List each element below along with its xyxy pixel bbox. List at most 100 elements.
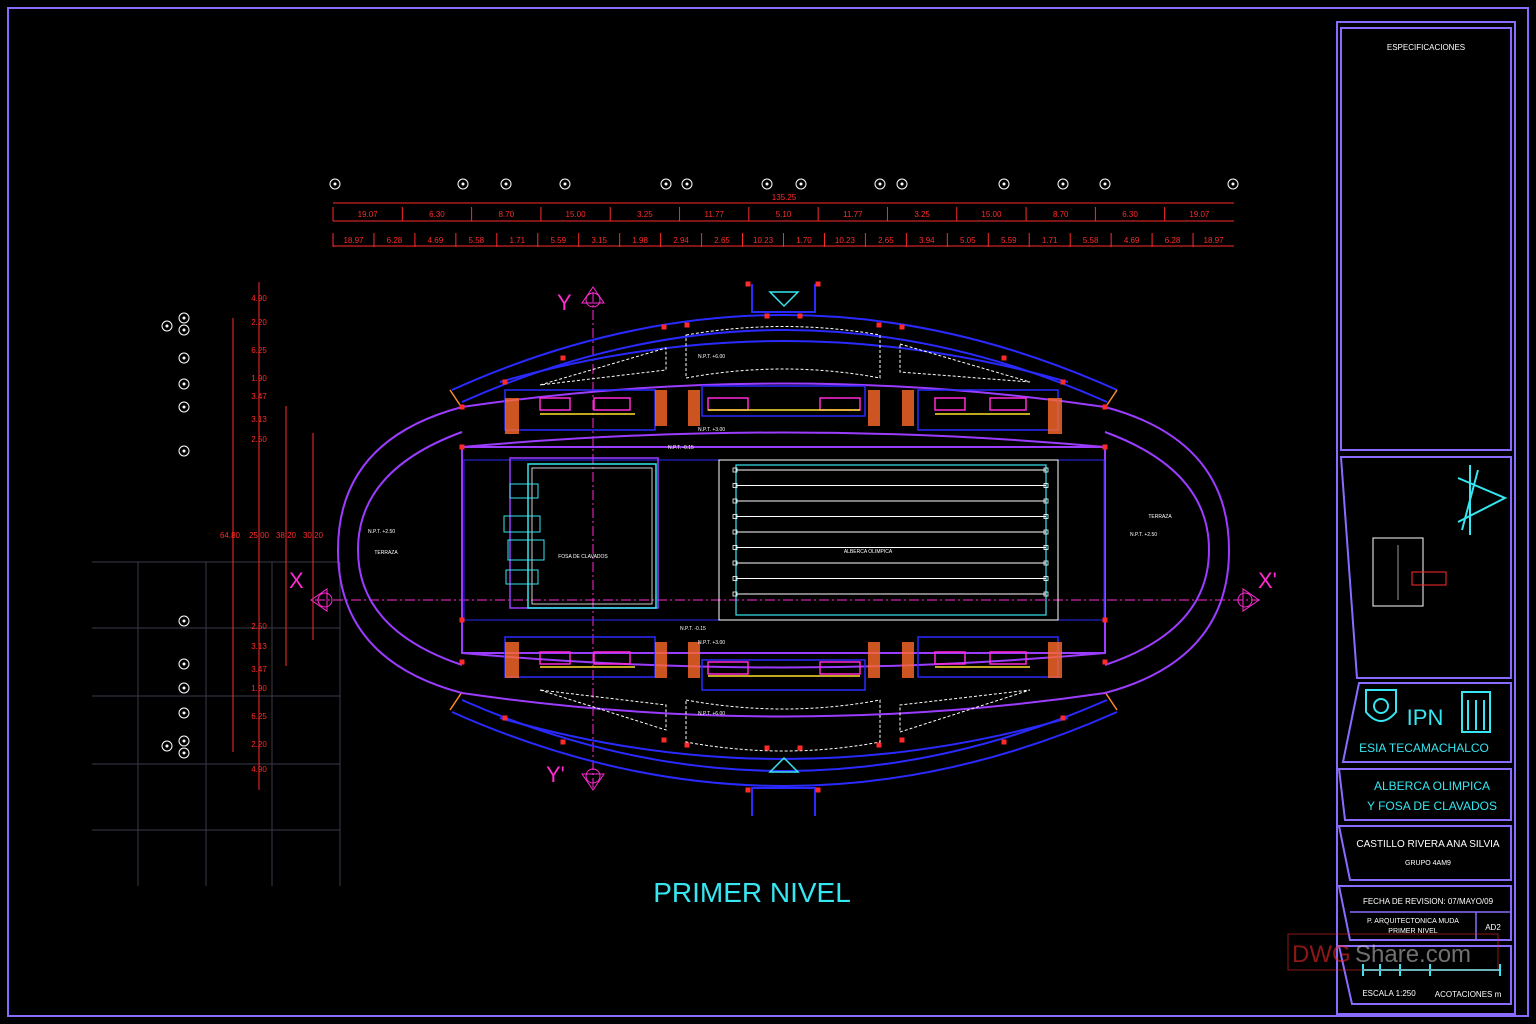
grid-bubble-dot — [182, 328, 186, 332]
scale-text: ESCALA 1:250 — [1362, 989, 1416, 998]
axis-y-top: Y — [557, 290, 572, 315]
grid-bubble-dot — [1061, 182, 1065, 186]
grid-bubble-dot — [504, 182, 508, 186]
lane-start — [732, 591, 738, 597]
dimension-value: 5.10 — [776, 210, 792, 219]
pool-lanes — [732, 467, 1049, 597]
vertical-dimension: 3.13 — [251, 642, 267, 651]
watermark-suffix: Share.com — [1355, 941, 1471, 968]
column — [899, 737, 905, 743]
column — [459, 659, 465, 665]
dimension-value: 2.94 — [673, 236, 689, 245]
vertical-dimension: 3.47 — [251, 665, 267, 674]
grid-bubble-dot — [685, 182, 689, 186]
vertical-dimension: 4.90 — [251, 294, 267, 303]
lane-start — [732, 514, 738, 519]
lane-end — [1043, 483, 1049, 488]
lane-end — [1043, 514, 1049, 519]
lane-start — [732, 576, 738, 581]
column — [661, 324, 667, 330]
npt-pool-top: N.P.T. -0.15 — [668, 445, 694, 451]
grid-bubble — [1099, 178, 1111, 190]
npt-top-stands: N.P.T. +6.00 — [698, 354, 725, 360]
total-dim-3: 30.20 — [303, 531, 324, 540]
total-dim-1: 64.80 — [220, 531, 241, 540]
revision-date: FECHA DE REVISION: 07/MAYO/09 — [1363, 897, 1494, 906]
dimension-value: 5.05 — [960, 236, 976, 245]
column — [876, 742, 882, 748]
column — [684, 742, 690, 748]
grid-bubble — [178, 401, 190, 413]
column — [797, 313, 803, 319]
grid-bubble — [998, 178, 1010, 190]
grid-bubble-dot — [182, 739, 186, 743]
grid-bubble-dot — [765, 182, 769, 186]
grid-bubble-dot — [799, 182, 803, 186]
column — [745, 281, 751, 287]
grid-bubble — [178, 324, 190, 336]
vertical-dimension: 6.25 — [251, 712, 267, 721]
lane-start — [732, 529, 738, 535]
column — [1102, 617, 1108, 623]
vertical-dimension: 2.20 — [251, 318, 267, 327]
dimension-value: 15.00 — [566, 210, 587, 219]
logo-panel — [1341, 682, 1512, 763]
axis-x-left: X — [289, 568, 304, 593]
column — [1102, 444, 1108, 450]
grid-bubble-dot — [333, 182, 337, 186]
author-text: CASTILLO RIVERA ANA SILVIA — [1356, 839, 1500, 850]
project-panel — [1337, 768, 1512, 821]
project-line-1: ALBERCA OLIMPICA — [1374, 779, 1490, 793]
building-plan: ALBERCA OLIMPICA FOSA DE CLAVADOS TERRAZ… — [336, 281, 1231, 816]
dimension-value: 19.07 — [1189, 210, 1210, 219]
units-text: ACOTACIONES m — [1435, 990, 1502, 999]
grid-bubble-dot — [182, 382, 186, 386]
grid-bubble — [178, 735, 190, 747]
grid-axis-bubbles-top — [329, 178, 1239, 190]
section-marker-x-left — [310, 588, 333, 612]
dimension-value: 5.58 — [1083, 236, 1099, 245]
dimension-value: 2.65 — [714, 236, 730, 245]
grid-bubble — [1227, 178, 1239, 190]
grid-bubble — [178, 707, 190, 719]
dimension-value: 1.70 — [796, 236, 812, 245]
vertical-dimension: 2.20 — [251, 740, 267, 749]
grid-axis-bubbles-left — [161, 312, 190, 759]
npt-top-corridor: N.P.T. +3.00 — [698, 427, 725, 433]
grid-bubble-dot — [900, 182, 904, 186]
vertical-dimension: 25.00 — [249, 531, 270, 540]
grid-bubble — [457, 178, 469, 190]
grid-bubble — [559, 178, 571, 190]
ipn-text: IPN — [1407, 705, 1444, 730]
column — [764, 745, 770, 751]
watermark-prefix: DWG — [1292, 941, 1351, 968]
vertical-dimension: 1.90 — [251, 374, 267, 383]
revision-panel — [1337, 885, 1512, 941]
grid-bubble-dot — [182, 619, 186, 623]
grid-bubble — [178, 352, 190, 364]
grid-bubble — [329, 178, 341, 190]
vertical-dimension: 3.13 — [251, 415, 267, 424]
vertical-dimension-values: 4.902.206.251.903.473.132.502.503.133.47… — [249, 294, 270, 774]
lane-start — [732, 467, 738, 473]
vertical-dimension: 4.90 — [251, 765, 267, 774]
lane-start — [732, 560, 738, 566]
column — [815, 787, 821, 793]
scale-panel — [1337, 945, 1512, 1005]
column — [661, 737, 667, 743]
dimension-value: 8.70 — [1053, 210, 1069, 219]
column — [1060, 379, 1066, 385]
grid-bubble — [660, 178, 672, 190]
grid-bubble — [500, 178, 512, 190]
pool-label: ALBERCA OLIMPICA — [844, 549, 893, 555]
column — [1102, 404, 1108, 410]
vertical-dimension: 1.90 — [251, 684, 267, 693]
grid-bubble — [178, 445, 190, 457]
column — [899, 324, 905, 330]
dimension-value: 5.59 — [1001, 236, 1017, 245]
dimension-value: 11.77 — [843, 210, 863, 219]
grid-bubble-dot — [182, 405, 186, 409]
olympic-pool — [718, 459, 1059, 621]
